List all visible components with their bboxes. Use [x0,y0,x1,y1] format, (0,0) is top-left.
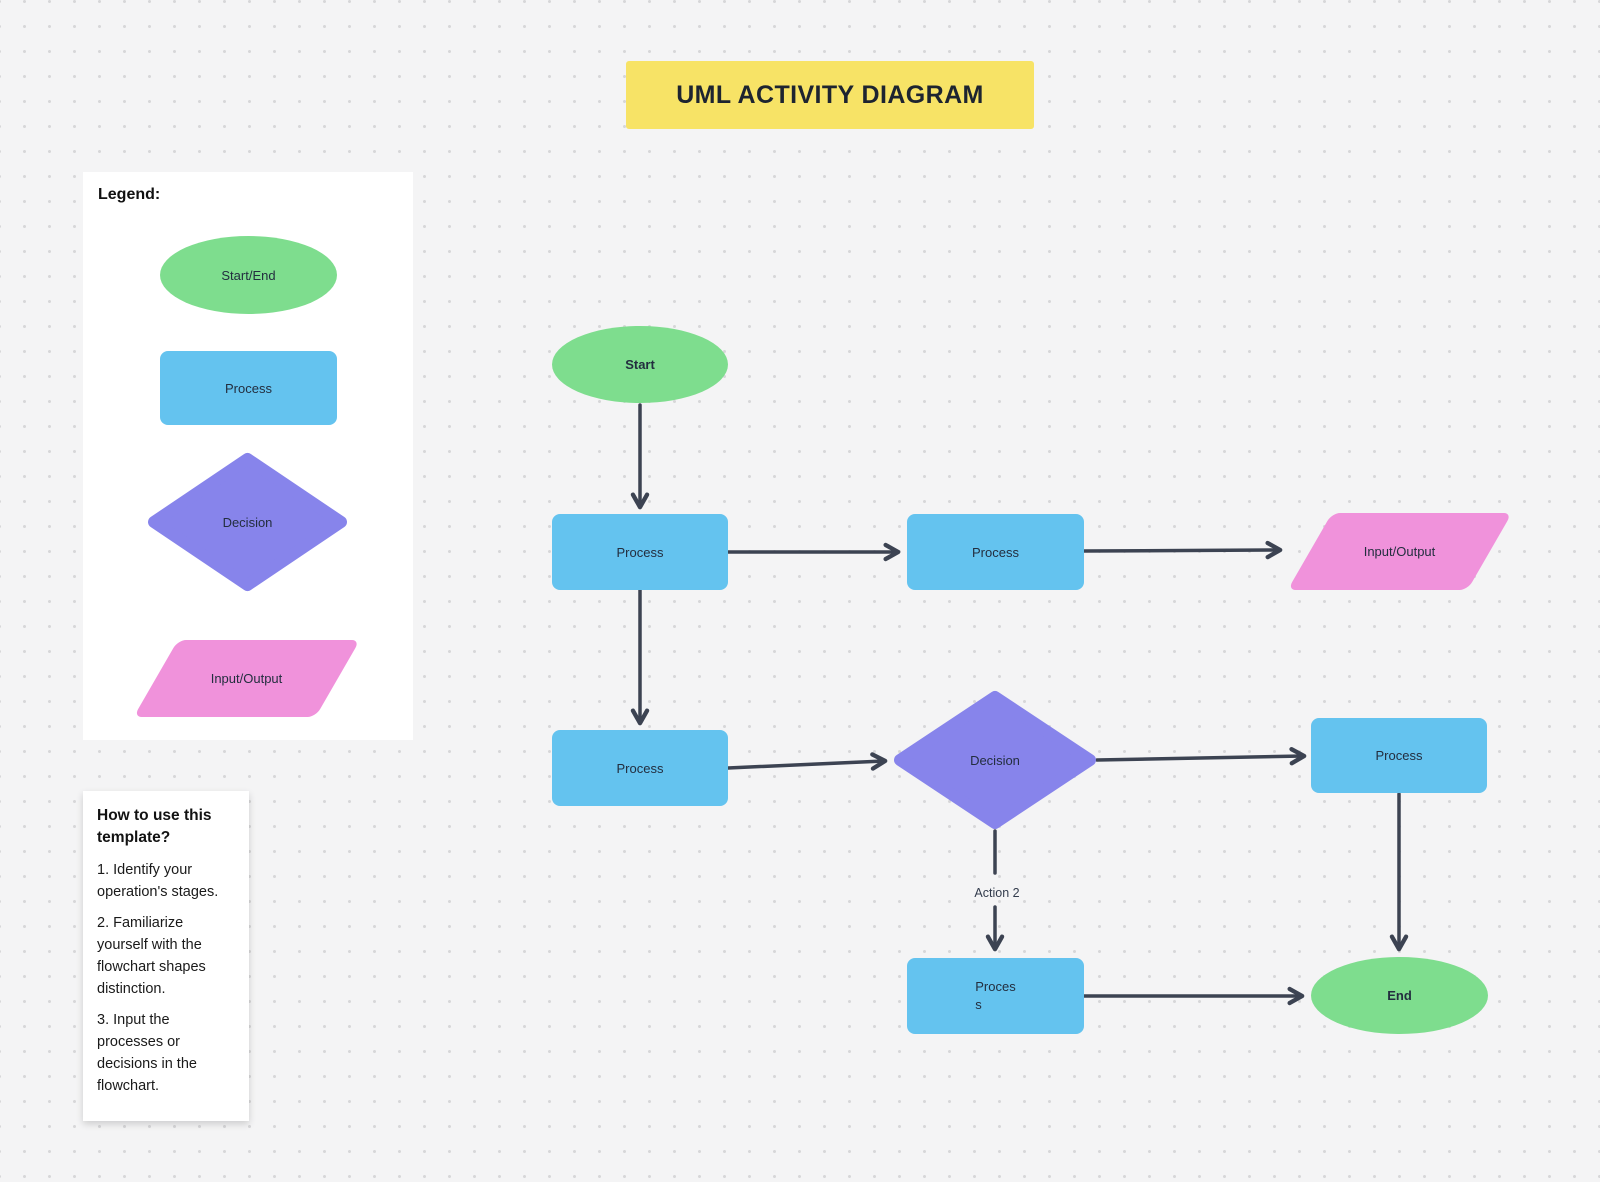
edge-process2-to-io[interactable] [1082,540,1283,560]
edge-label-action-2[interactable]: Action 2 [974,886,1020,900]
flow-node-process-3-label: Process [616,760,664,776]
edge-decision-to-process4[interactable] [1095,747,1307,766]
flow-node-process-1-label: Process [616,544,664,560]
flow-node-input-output[interactable]: Input/Output [1287,513,1512,590]
flow-node-process-1[interactable]: Process [552,514,728,590]
flow-node-process-5-label: Proces s [975,978,1016,1012]
flow-node-decision[interactable]: Decision [893,690,1097,830]
flow-node-end-label: End [1387,988,1412,1003]
diagram-title: UML ACTIVITY DIAGRAM [676,80,984,109]
flow-node-process-2-label: Process [972,544,1019,560]
instructions-step-2: 2. Familiarize yourself with the flowcha… [97,915,206,997]
flow-node-start[interactable]: Start [552,326,728,403]
instructions-step-3: 3. Input the processes or decisions in t… [97,1012,197,1094]
diamond-icon [148,453,347,591]
flow-node-process-5[interactable]: Proces s [907,958,1084,1034]
flow-node-process-4-label: Process [1375,748,1423,763]
flow-node-process-4[interactable]: Process [1311,718,1487,793]
flow-node-end[interactable]: End [1311,957,1488,1034]
diagram-title-banner[interactable]: UML ACTIVITY DIAGRAM [626,61,1034,129]
parallelogram-icon [1287,513,1512,590]
flow-node-start-label: Start [625,357,655,372]
edge-process3-to-decision[interactable] [726,752,888,771]
instructions-card[interactable]: How to use this template? 1. Identify yo… [83,791,249,1121]
instructions-heading: How to use this template? [97,807,212,847]
legend-process-shape[interactable]: Process [160,351,337,425]
flow-node-process-3[interactable]: Process [552,730,728,806]
flow-node-process-2[interactable]: Process [907,514,1084,590]
legend-heading: Legend: [98,186,161,203]
instructions-step-1: 1. Identify your operation's stages. [97,861,219,900]
diamond-icon [894,691,1096,829]
